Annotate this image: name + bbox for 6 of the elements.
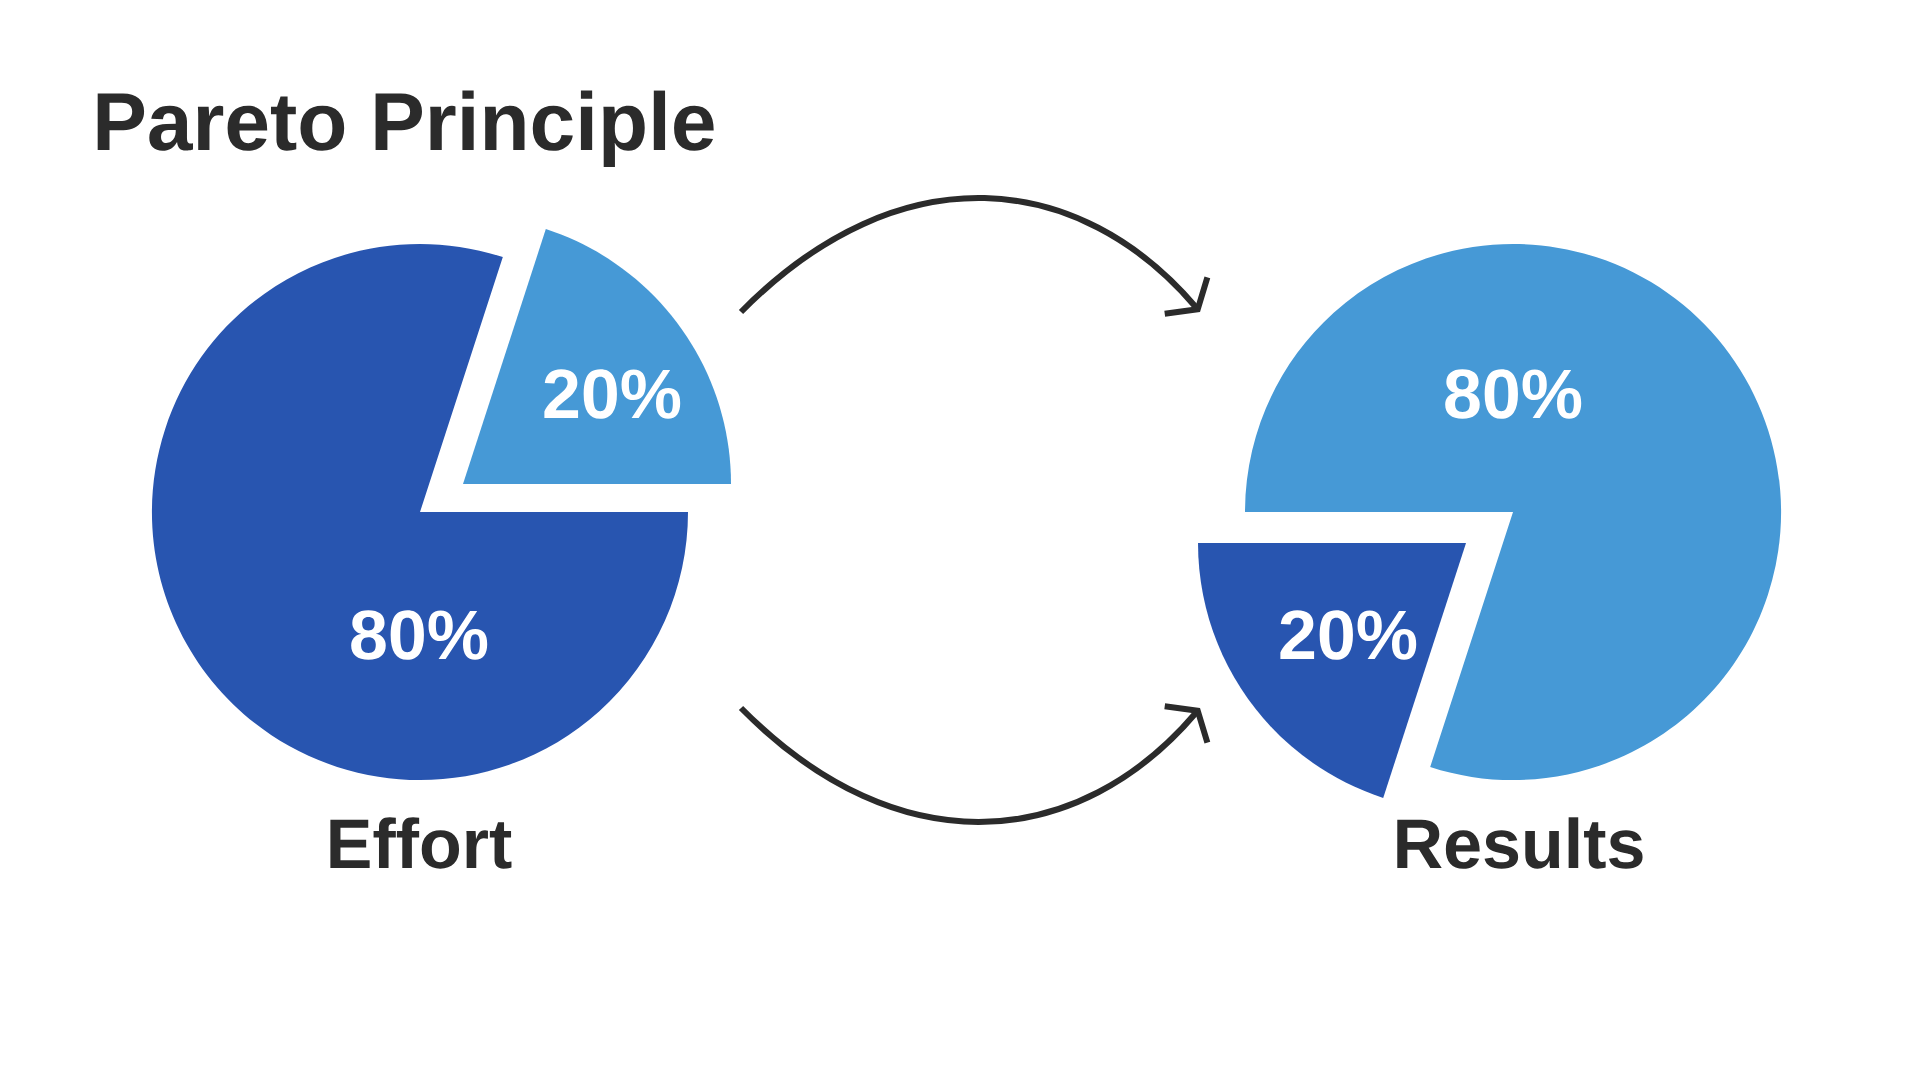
- curved-arrow: [739, 703, 1211, 825]
- title: Pareto Principle: [97, 90, 714, 167]
- pie-slice: 20%: [463, 229, 731, 484]
- pie-label: Results: [1397, 817, 1643, 869]
- curved-arrow: [739, 195, 1211, 317]
- pie-slice: 20%: [1198, 543, 1466, 798]
